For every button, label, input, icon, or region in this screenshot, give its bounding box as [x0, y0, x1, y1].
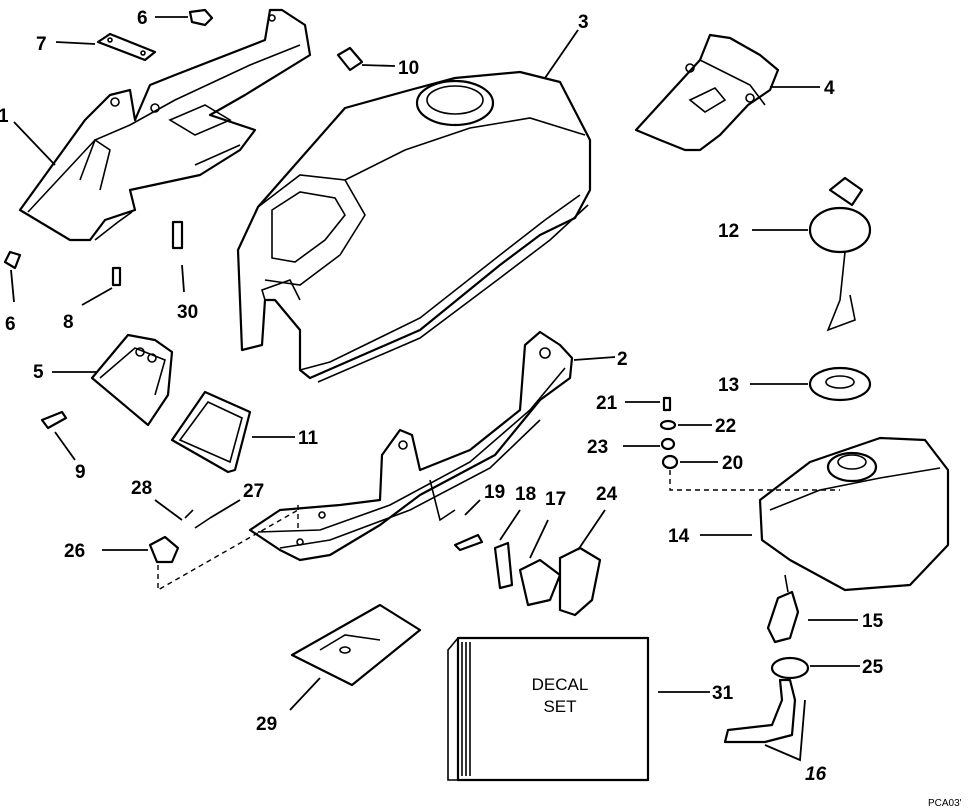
label-30: 30 — [177, 302, 198, 323]
hose-clamp-part — [770, 656, 810, 680]
label-5: 5 — [33, 362, 44, 383]
label-10: 10 — [398, 58, 419, 79]
engine-cover-part — [236, 70, 592, 383]
label-28: 28 — [131, 478, 152, 499]
label-21: 21 — [596, 393, 618, 414]
fuel-valve-part — [766, 574, 800, 644]
seal-ring-part — [808, 366, 872, 402]
label-24: 24 — [596, 484, 618, 505]
label-22: 22 — [715, 416, 736, 437]
fuel-cap-part — [808, 176, 872, 332]
label-2: 2 — [617, 349, 628, 370]
label-23: 23 — [587, 437, 608, 458]
gasket-part — [170, 390, 252, 474]
label-14: 14 — [668, 526, 690, 547]
clip-plate-part — [290, 603, 422, 687]
label-6-left: 6 — [5, 314, 16, 335]
leader-lines — [10, 16, 860, 762]
label-9: 9 — [75, 462, 86, 483]
label-27: 27 — [243, 481, 264, 502]
right-mount-bracket-part — [248, 330, 574, 562]
label-1: 1 — [0, 106, 9, 127]
label-15: 15 — [862, 611, 884, 632]
decal-text-line-2: SET — [543, 697, 576, 716]
label-25: 25 — [862, 657, 884, 678]
label-17: 17 — [545, 489, 566, 510]
label-31: 31 — [712, 683, 734, 704]
label-29: 29 — [256, 714, 277, 735]
label-12: 12 — [718, 221, 739, 242]
decal-text-line-1: DECAL — [532, 675, 589, 694]
fuel-tank-part — [758, 436, 950, 592]
label-11: 11 — [298, 428, 319, 449]
label-13: 13 — [718, 375, 739, 396]
hardware-parts — [3, 8, 679, 617]
label-16: 16 — [805, 764, 827, 785]
label-20: 20 — [722, 453, 743, 474]
left-mount-bracket-part — [18, 8, 312, 242]
cup-bracket-part — [90, 333, 174, 427]
part-labels: 1 2 3 4 5 6 6 7 8 9 10 11 12 13 14 15 16… — [0, 8, 884, 785]
decal-set-part — [447, 636, 650, 782]
assembly-guide-lines — [157, 470, 840, 592]
label-7: 7 — [36, 34, 47, 55]
label-6-top: 6 — [137, 8, 148, 29]
label-19: 19 — [484, 482, 505, 503]
label-8: 8 — [63, 312, 74, 333]
label-18: 18 — [515, 484, 536, 505]
label-3: 3 — [578, 12, 589, 33]
figure-code: PCA03' — [928, 798, 962, 809]
fuel-hose-part — [723, 678, 797, 744]
cover-latch-plate-part — [634, 33, 780, 152]
label-4: 4 — [824, 78, 835, 99]
label-26: 26 — [64, 541, 85, 562]
